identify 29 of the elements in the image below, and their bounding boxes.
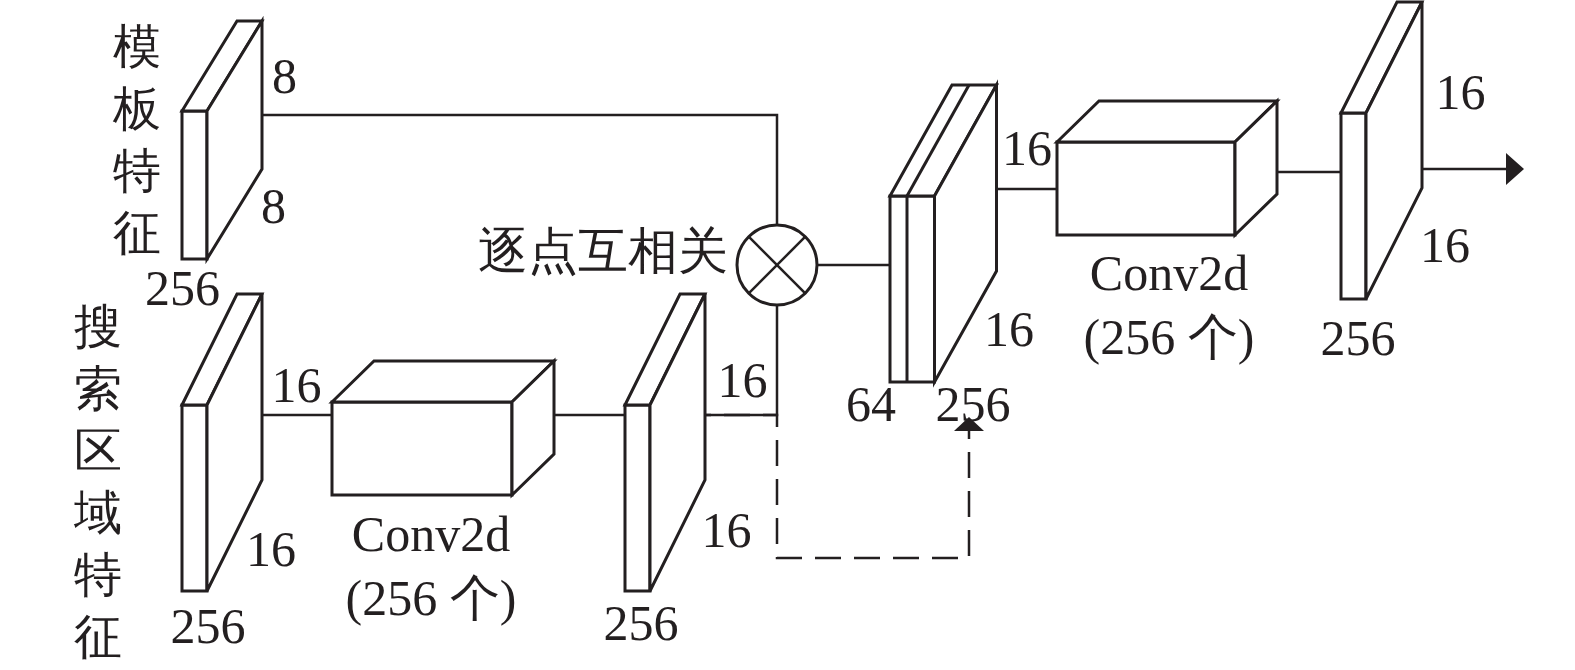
layer-label: Conv2d (256 个) [344, 505, 518, 628]
dimension-label: 16 [1435, 67, 1486, 117]
dimension-label: 16 [246, 523, 296, 574]
connector-line [996, 187, 1057, 191]
dimension-label: 256 [170, 601, 246, 651]
dimension-label: 8 [272, 50, 297, 101]
dimension-label: 16 [1420, 219, 1470, 270]
connector-line [262, 413, 332, 417]
arrow [1422, 153, 1524, 185]
connector-line [262, 113, 779, 225]
dimension-label: 8 [261, 181, 286, 231]
dimension-label: 64 [846, 378, 896, 429]
dimension-label: 16 [1002, 123, 1052, 173]
dimension-label: 256 [603, 598, 679, 648]
dimension-label: 256 [935, 378, 1011, 429]
connector-line [554, 413, 625, 417]
dashed-arrow [705, 413, 984, 560]
operation-label: 逐点互相关 [478, 225, 728, 276]
dimension-label: 16 [701, 505, 752, 555]
layer-label: Conv2d (256 个) [1082, 244, 1256, 367]
feature-label: 模板特征 [113, 19, 161, 261]
dimension-label: 256 [145, 263, 220, 313]
dimension-label: 256 [1320, 312, 1396, 363]
dimension-label: 16 [984, 303, 1034, 354]
dimension-label: 16 [717, 355, 768, 405]
dimension-label: 16 [271, 359, 322, 410]
connector-line [1277, 170, 1341, 174]
connector-line [817, 263, 890, 267]
feature-label: 搜索区域特征 [74, 299, 122, 665]
